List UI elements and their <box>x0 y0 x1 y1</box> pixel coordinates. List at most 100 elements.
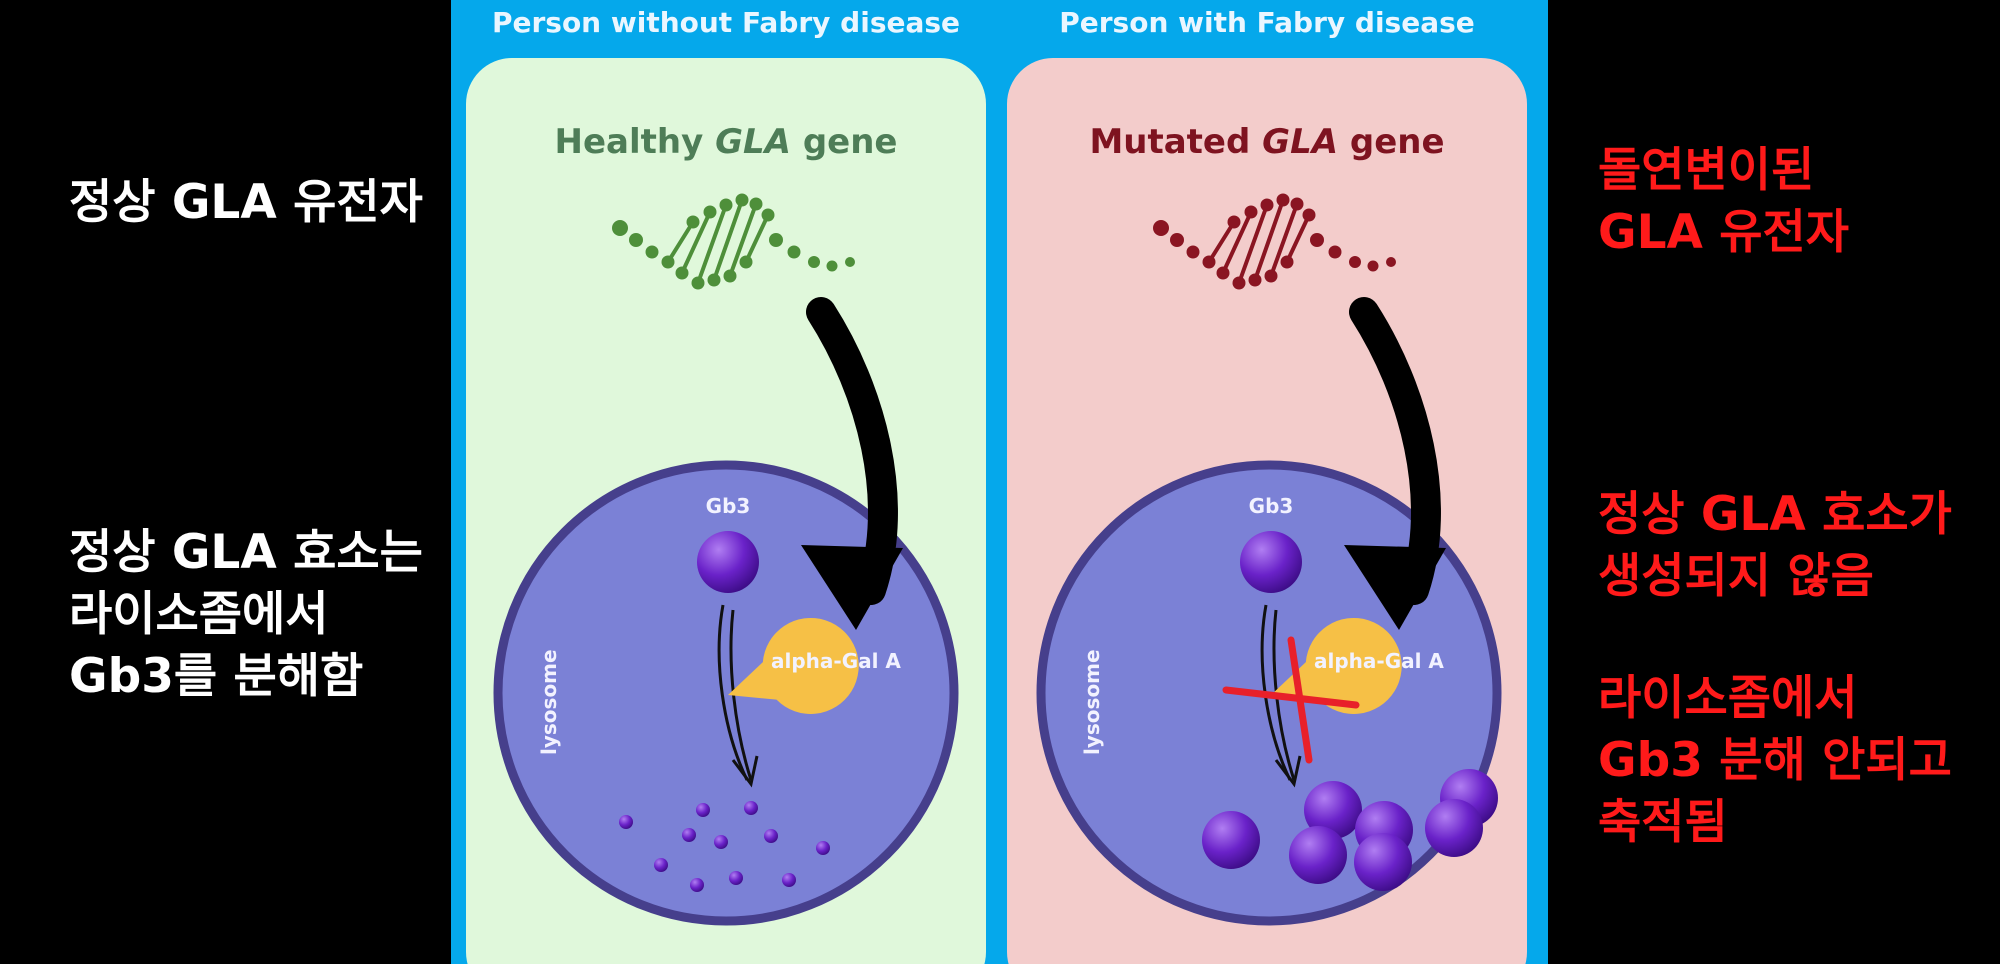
dna-strand <box>744 213 770 264</box>
dna-node <box>707 273 721 287</box>
healthy-dna-icon <box>612 193 855 290</box>
healthy-lysosome-label: lysosome <box>537 649 561 755</box>
fabry-lysosome-label: lysosome <box>1080 649 1104 755</box>
dna-node <box>761 208 775 222</box>
healthy-reaction-arrow <box>729 609 753 781</box>
label-line: 라이소좀에서 <box>1598 671 1858 726</box>
healthy-gb3-molecule <box>697 531 759 593</box>
gene-title-suffix: gene <box>1338 122 1445 162</box>
dna-node <box>1264 269 1278 283</box>
dna-node <box>1186 245 1200 259</box>
gene-title-symbol: GLA <box>715 122 791 162</box>
gb3-molecule <box>1425 799 1483 857</box>
fabry-gb3-label: Gb3 <box>1249 494 1294 518</box>
dna-node <box>1280 255 1294 269</box>
healthy-reaction-arrowhead <box>731 755 759 788</box>
dna-node <box>1248 273 1262 287</box>
healthy-enzyme-icon <box>728 618 859 714</box>
dna-node <box>1349 256 1361 268</box>
accumulated-gb3 <box>1202 769 1498 891</box>
dna-node <box>719 198 733 212</box>
label-gb3-accumulates: 라이소좀에서 Gb3 분해 안되고 축적됨 <box>1598 668 1952 854</box>
dna-strand <box>1253 198 1285 282</box>
healthy-arrow-icon <box>801 297 903 630</box>
gb3-fragments <box>619 801 830 892</box>
dna-node <box>1367 260 1379 272</box>
dna-node <box>1328 245 1342 259</box>
mutated-dna-icon <box>1153 193 1396 290</box>
dna-node <box>826 260 838 272</box>
healthy-gb3-label: Gb3 <box>706 494 751 518</box>
dna-strand <box>680 210 712 275</box>
dna-node <box>1276 193 1290 207</box>
fabry-gb3-molecule <box>1240 531 1302 593</box>
gb3-fragment <box>619 815 633 829</box>
dna-node <box>808 256 820 268</box>
diagram-graphics: lysosome lysosome Gb3 alpha-Gal A Gb3 al… <box>493 193 1502 926</box>
dna-node <box>1310 233 1324 247</box>
gene-title-prefix: Mutated <box>1089 122 1263 162</box>
dna-node <box>787 245 801 259</box>
fabry-reaction-arrowhead <box>1274 755 1302 788</box>
healthy-reaction-arrow <box>717 604 749 781</box>
label-line: 생성되지 않음 <box>1598 549 1874 604</box>
dna-strand <box>696 203 728 285</box>
dna-node <box>1216 266 1230 280</box>
dna-node <box>645 245 659 259</box>
dna-strand <box>1207 220 1236 264</box>
gb3-fragment <box>690 878 704 892</box>
label-line: GLA 유전자 <box>1598 205 1849 260</box>
dna-node <box>1260 198 1274 212</box>
dna-strand <box>1285 213 1311 264</box>
label-line: Gb3를 분해함 <box>69 649 364 704</box>
dna-node <box>723 269 737 283</box>
gb3-fragment <box>729 871 743 885</box>
dna-node <box>1290 197 1304 211</box>
fabry-enzyme-label: alpha-Gal A <box>1314 649 1444 673</box>
label-line: 돌연변이된 <box>1598 143 1815 198</box>
dna-node <box>691 276 705 290</box>
gb3-fragment <box>816 841 830 855</box>
label-line: 정상 GLA 효소가 <box>1598 487 1952 542</box>
dna-node <box>845 257 855 267</box>
heading-without-fabry: Person without Fabry disease <box>491 6 961 39</box>
gb3-fragment <box>682 828 696 842</box>
gb3-fragment <box>696 803 710 817</box>
label-line: 정상 GLA 유전자 <box>69 175 423 230</box>
gene-title-symbol: GLA <box>1262 122 1339 162</box>
dna-node <box>703 205 717 219</box>
dna-strand <box>666 220 695 264</box>
dna-strand <box>728 202 758 278</box>
label-enzyme-not-produced: 정상 GLA 효소가 생성되지 않음 <box>1598 484 1952 608</box>
dna-strand <box>1221 210 1253 275</box>
dna-node <box>661 255 675 269</box>
label-mutated-gla-gene: 돌연변이된 GLA 유전자 <box>1598 140 1849 264</box>
healthy-enzyme-label: alpha-Gal A <box>771 649 901 673</box>
dna-node <box>686 215 700 229</box>
dna-strand <box>1269 202 1299 278</box>
dna-node <box>1227 215 1241 229</box>
dna-node <box>1170 233 1184 247</box>
gb3-fragment <box>782 873 796 887</box>
label-line: 라이소좀에서 <box>69 587 329 642</box>
dna-node <box>1232 276 1246 290</box>
gb3-fragment <box>654 858 668 872</box>
dna-node <box>749 197 763 211</box>
gb3-fragment <box>714 835 728 849</box>
dna-strand <box>1237 203 1269 285</box>
dna-node <box>1386 257 1396 267</box>
gb3-fragment <box>744 801 758 815</box>
dna-node <box>739 255 753 269</box>
dna-node <box>629 233 643 247</box>
gb3-molecule <box>1202 811 1260 869</box>
dna-node <box>769 233 783 247</box>
dna-node <box>1153 220 1169 236</box>
gene-title-suffix: gene <box>790 122 898 162</box>
label-normal-gla-gene: 정상 GLA 유전자 <box>69 172 423 234</box>
healthy-gene-title: Healthy GLA gene <box>466 122 986 162</box>
label-line: 축적됨 <box>1598 795 1728 850</box>
mutated-gene-title: Mutated GLA gene <box>1007 122 1527 162</box>
gb3-fragment <box>764 829 778 843</box>
gb3-molecule <box>1304 781 1362 839</box>
label-normal-enzyme-breaks-gb3: 정상 GLA 효소는 라이소좀에서 Gb3를 분해함 <box>69 522 423 708</box>
